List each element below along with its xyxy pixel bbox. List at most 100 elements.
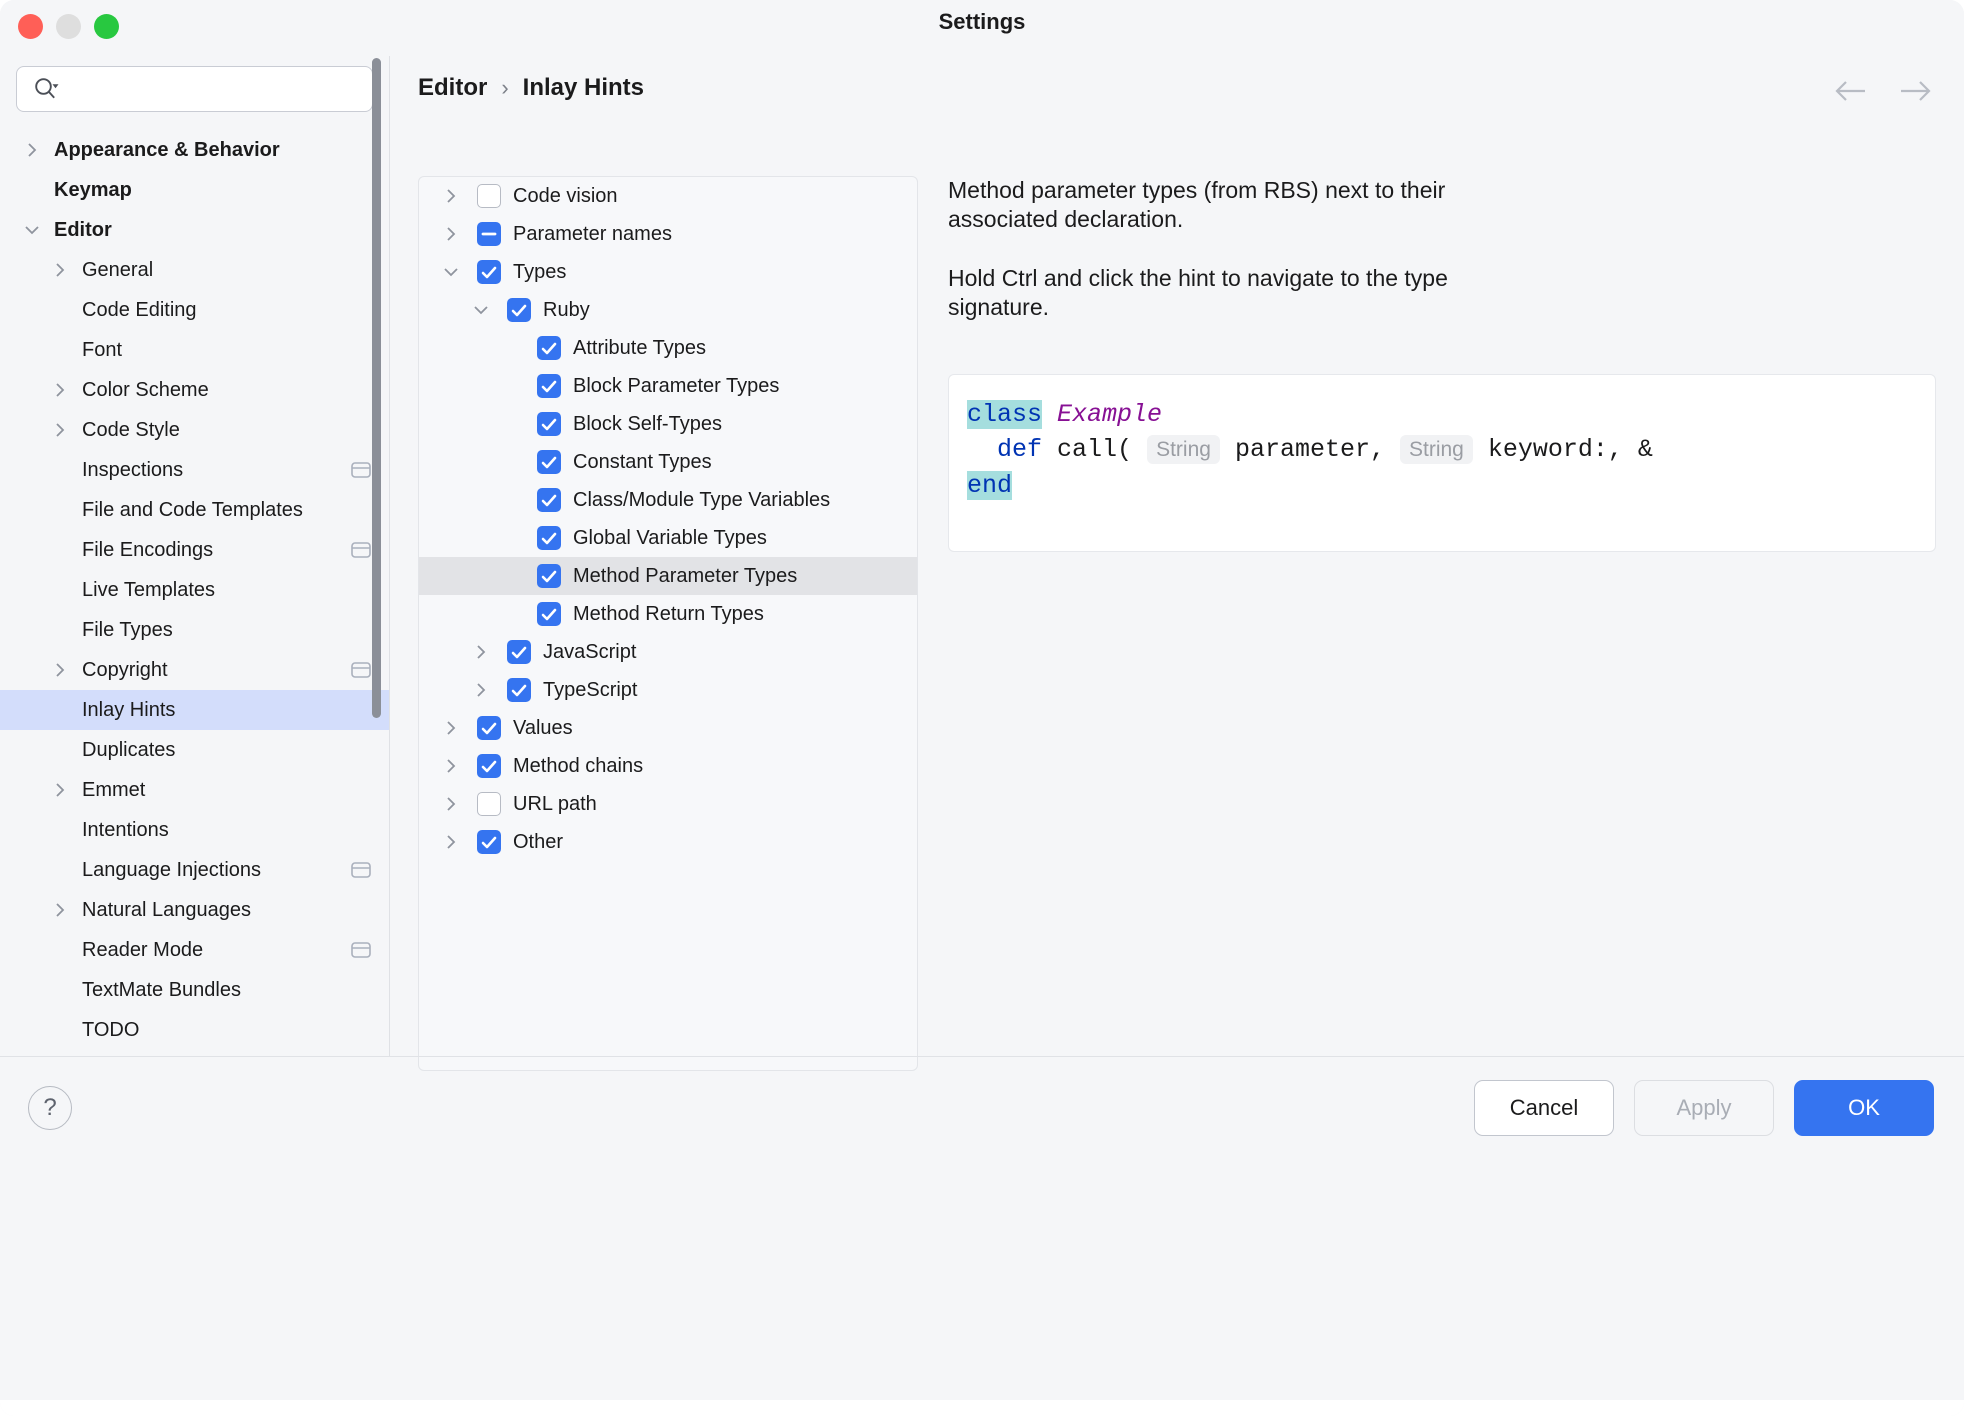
chevron-down-icon[interactable] xyxy=(441,262,461,282)
sidebar-scrollbar[interactable] xyxy=(372,58,381,718)
hint-row-method-chains[interactable]: Method chains xyxy=(419,747,917,785)
chevron-right-icon[interactable] xyxy=(50,420,70,440)
hint-row-attribute-types[interactable]: Attribute Types xyxy=(419,329,917,367)
inlay-hint-keyword-type[interactable]: String xyxy=(1399,435,1473,465)
sidebar-item-code-editing[interactable]: Code Editing xyxy=(0,290,389,330)
sidebar-item-inlay-hints[interactable]: Inlay Hints xyxy=(0,690,389,730)
sidebar-item-reader-mode[interactable]: Reader Mode xyxy=(0,930,389,970)
sidebar-item-duplicates[interactable]: Duplicates xyxy=(0,730,389,770)
sidebar-item-todo[interactable]: TODO xyxy=(0,1010,389,1050)
chevron-down-icon[interactable] xyxy=(471,300,491,320)
checkbox-attribute-types[interactable] xyxy=(537,336,561,360)
checkbox-constant-types[interactable] xyxy=(537,450,561,474)
chevron-right-icon[interactable] xyxy=(441,794,461,814)
chevron-right-icon[interactable] xyxy=(50,900,70,920)
breadcrumb-part-editor[interactable]: Editor xyxy=(418,74,488,101)
checkbox-global-variable-types[interactable] xyxy=(537,526,561,550)
checkbox-ruby[interactable] xyxy=(507,298,531,322)
sidebar-item-file-encodings[interactable]: File Encodings xyxy=(0,530,389,570)
cancel-button[interactable]: Cancel xyxy=(1474,1080,1614,1136)
sidebar-item-live-templates[interactable]: Live Templates xyxy=(0,570,389,610)
chevron-right-icon[interactable] xyxy=(50,380,70,400)
hint-row-javascript[interactable]: JavaScript xyxy=(419,633,917,671)
checkbox-javascript[interactable] xyxy=(507,640,531,664)
sidebar-item-label: Inlay Hints xyxy=(82,698,176,721)
hint-row-block-parameter-types[interactable]: Block Parameter Types xyxy=(419,367,917,405)
ok-button[interactable]: OK xyxy=(1794,1080,1934,1136)
checkbox-class-module-type-variables[interactable] xyxy=(537,488,561,512)
sidebar-item-inspections[interactable]: Inspections xyxy=(0,450,389,490)
hint-row-values[interactable]: Values xyxy=(419,709,917,747)
checkbox-types[interactable] xyxy=(477,260,501,284)
inlay-hint-parameter-type[interactable]: String xyxy=(1147,435,1220,465)
sidebar-item-appearance-behavior[interactable]: Appearance & Behavior xyxy=(0,130,389,170)
sidebar-item-emmet[interactable]: Emmet xyxy=(0,770,389,810)
hint-row-types[interactable]: Types xyxy=(419,253,917,291)
checkbox-other[interactable] xyxy=(477,830,501,854)
checkbox-block-parameter-types[interactable] xyxy=(537,374,561,398)
chevron-right-icon[interactable] xyxy=(441,186,461,206)
sidebar-item-file-and-code-templates[interactable]: File and Code Templates xyxy=(0,490,389,530)
sidebar-item-intentions[interactable]: Intentions xyxy=(0,810,389,850)
hint-row-constant-types[interactable]: Constant Types xyxy=(419,443,917,481)
hint-row-label: Types xyxy=(513,260,567,283)
sidebar-item-textmate-bundles[interactable]: TextMate Bundles xyxy=(0,970,389,1010)
chevron-right-icon[interactable] xyxy=(50,780,70,800)
checkbox-method-parameter-types[interactable] xyxy=(537,564,561,588)
sidebar-item-font[interactable]: Font xyxy=(0,330,389,370)
hint-row-parameter-names[interactable]: Parameter names xyxy=(419,215,917,253)
description-text: Method parameter types (from RBS) next t… xyxy=(948,176,1548,322)
hint-row-global-variable-types[interactable]: Global Variable Types xyxy=(419,519,917,557)
hint-row-method-parameter-types[interactable]: Method Parameter Types xyxy=(419,557,917,595)
chevron-right-icon[interactable] xyxy=(50,260,70,280)
search-box[interactable] xyxy=(16,66,373,112)
chevron-right-icon[interactable] xyxy=(22,140,42,160)
checkbox-typescript[interactable] xyxy=(507,678,531,702)
checkbox-url-path[interactable] xyxy=(477,792,501,816)
checkbox-method-return-types[interactable] xyxy=(537,602,561,626)
checkbox-method-chains[interactable] xyxy=(477,754,501,778)
sidebar-item-file-types[interactable]: File Types xyxy=(0,610,389,650)
checkbox-block-self-types[interactable] xyxy=(537,412,561,436)
checkbox-code-vision[interactable] xyxy=(477,184,501,208)
chevron-right-icon[interactable] xyxy=(471,680,491,700)
hint-row-ruby[interactable]: Ruby xyxy=(419,291,917,329)
hint-row-class-module-type-variables[interactable]: Class/Module Type Variables xyxy=(419,481,917,519)
chevron-right-icon[interactable] xyxy=(441,832,461,852)
sidebar-item-editor[interactable]: Editor xyxy=(0,210,389,250)
hint-row-typescript[interactable]: TypeScript xyxy=(419,671,917,709)
checkbox-parameter-names[interactable] xyxy=(477,222,501,246)
chevron-right-icon[interactable] xyxy=(50,660,70,680)
back-arrow-icon[interactable] xyxy=(1832,78,1870,104)
chevron-down-icon[interactable] xyxy=(22,220,42,240)
apply-button[interactable]: Apply xyxy=(1634,1080,1774,1136)
hint-row-code-vision[interactable]: Code vision xyxy=(419,177,917,215)
hint-row-block-self-types[interactable]: Block Self-Types xyxy=(419,405,917,443)
forward-arrow-icon[interactable] xyxy=(1896,78,1934,104)
chevron-right-icon[interactable] xyxy=(441,224,461,244)
chevron-right-icon[interactable] xyxy=(441,756,461,776)
search-input[interactable] xyxy=(67,78,337,100)
sidebar-item-code-style[interactable]: Code Style xyxy=(0,410,389,450)
hint-row-method-return-types[interactable]: Method Return Types xyxy=(419,595,917,633)
hint-row-url-path[interactable]: URL path xyxy=(419,785,917,823)
sidebar-item-natural-languages[interactable]: Natural Languages xyxy=(0,890,389,930)
help-button[interactable]: ? xyxy=(28,1086,72,1130)
minimize-window-button[interactable] xyxy=(56,14,81,39)
chevron-right-icon[interactable] xyxy=(471,642,491,662)
chevron-right-icon[interactable] xyxy=(441,718,461,738)
hint-row-label: Other xyxy=(513,830,564,853)
sidebar-item-copyright[interactable]: Copyright xyxy=(0,650,389,690)
sidebar-item-general[interactable]: General xyxy=(0,250,389,290)
sidebar-item-label: General xyxy=(82,258,154,281)
sidebar-item-language-injections[interactable]: Language Injections xyxy=(0,850,389,890)
sidebar-item-color-scheme[interactable]: Color Scheme xyxy=(0,370,389,410)
maximize-window-button[interactable] xyxy=(94,14,119,39)
close-window-button[interactable] xyxy=(18,14,43,39)
hint-row-other[interactable]: Other xyxy=(419,823,917,861)
sidebar-item-keymap[interactable]: Keymap xyxy=(0,170,389,210)
checkbox-values[interactable] xyxy=(477,716,501,740)
